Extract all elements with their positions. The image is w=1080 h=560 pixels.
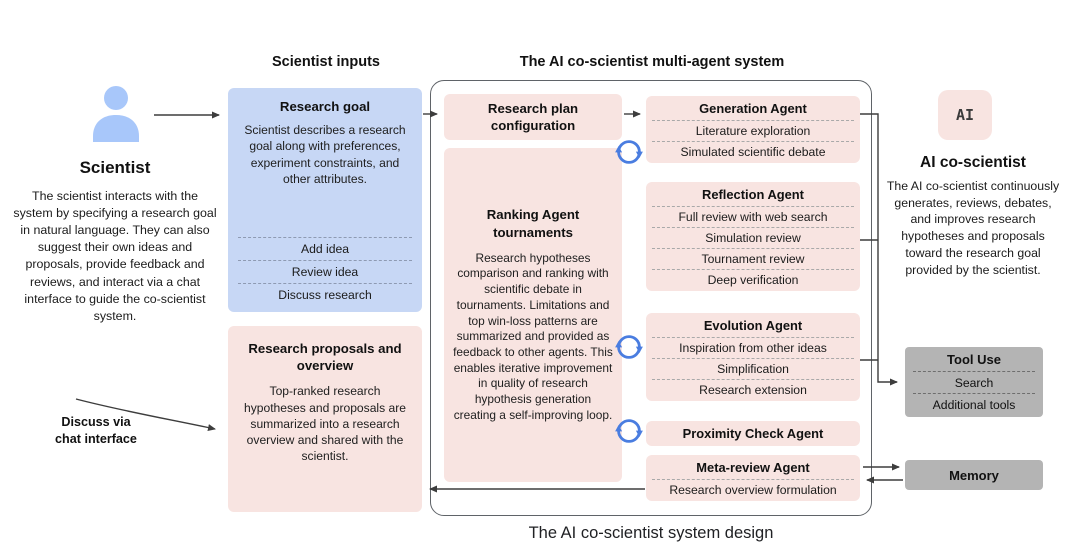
generation-agent-task: Simulated scientific debate (652, 141, 854, 162)
reflection-agent-task: Tournament review (652, 248, 854, 269)
reflection-agent-task: Deep verification (652, 269, 854, 290)
figure-caption: The AI co-scientist system design (528, 524, 774, 542)
action-discuss-research: Discuss research (238, 283, 412, 306)
ai-icon: AI (938, 90, 992, 140)
generation-agent-title: Generation Agent (699, 101, 807, 116)
tool-use-item-search: Search (913, 371, 1035, 393)
research-plan-configuration-title: Research plan configuration (487, 100, 579, 133)
ranking-agent-title: Ranking Agent tournaments (486, 207, 580, 240)
research-plan-configuration-box: Research plan configuration (444, 94, 622, 140)
evolution-agent-task: Research extension (652, 379, 854, 400)
reflection-agent-task: Full review with web search (652, 206, 854, 227)
tool-use-title: Tool Use (947, 352, 1001, 367)
discuss-chat-label: Discuss via chat interface (22, 414, 170, 447)
generation-agent-box: Generation Agent Literature exploration … (646, 96, 860, 163)
evolution-agent-task: Inspiration from other ideas (652, 337, 854, 358)
proximity-check-agent-title: Proximity Check Agent (682, 426, 824, 441)
meta-review-agent-box: Meta-review Agent Research overview form… (646, 455, 860, 501)
generation-agent-task: Literature exploration (652, 120, 854, 141)
iterative-loop-icon (612, 135, 646, 169)
reflection-agent-task: Simulation review (652, 227, 854, 248)
ai-co-scientist-title: AI co-scientist (920, 154, 1026, 171)
evolution-agent-title: Evolution Agent (703, 318, 803, 333)
proximity-check-agent-box: Proximity Check Agent (646, 421, 860, 446)
ranking-agent-tournaments-box: Ranking Agent tournaments Research hypot… (444, 148, 622, 482)
discuss-chat-line2: chat interface (55, 431, 137, 446)
research-goal-description: Scientist describes a research goal alon… (244, 123, 406, 186)
action-review-idea: Review idea (238, 260, 412, 283)
reflection-agent-box: Reflection Agent Full review with web se… (646, 182, 860, 291)
scientist-title: Scientist (79, 158, 151, 177)
discuss-chat-line1: Discuss via (61, 415, 131, 429)
meta-review-agent-title: Meta-review Agent (696, 460, 810, 475)
iterative-loop-icon (612, 330, 646, 364)
scientist-person-icon (88, 82, 144, 144)
reflection-agent-title: Reflection Agent (702, 187, 804, 202)
scientist-description: The scientist interacts with the system … (13, 189, 217, 323)
research-proposals-description: Top-ranked research hypotheses and propo… (243, 384, 407, 464)
memory-box: Memory (905, 460, 1043, 490)
iterative-loop-icon (612, 414, 646, 448)
action-add-idea: Add idea (238, 237, 412, 260)
meta-review-agent-task: Research overview formulation (652, 479, 854, 500)
evolution-agent-task: Simplification (652, 358, 854, 379)
multi-agent-system-header: The AI co-scientist multi-agent system (519, 54, 785, 70)
evolution-agent-box: Evolution Agent Inspiration from other i… (646, 313, 860, 401)
ranking-agent-description: Research hypotheses comparison and ranki… (453, 250, 613, 422)
research-proposals-title: Research proposals and overview (248, 341, 402, 374)
research-goal-actions: Add idea Review idea Discuss research (238, 237, 412, 306)
research-goal-title: Research goal (279, 99, 371, 114)
tool-use-box: Tool Use Search Additional tools (905, 347, 1043, 417)
tool-use-item-additional: Additional tools (913, 393, 1035, 415)
research-proposals-box: Research proposals and overview Top-rank… (228, 326, 422, 512)
scientist-inputs-header: Scientist inputs (272, 54, 380, 70)
research-goal-box: Research goal Scientist describes a rese… (228, 88, 422, 312)
ai-co-scientist-description: The AI co-scientist continuously generat… (886, 179, 1060, 277)
